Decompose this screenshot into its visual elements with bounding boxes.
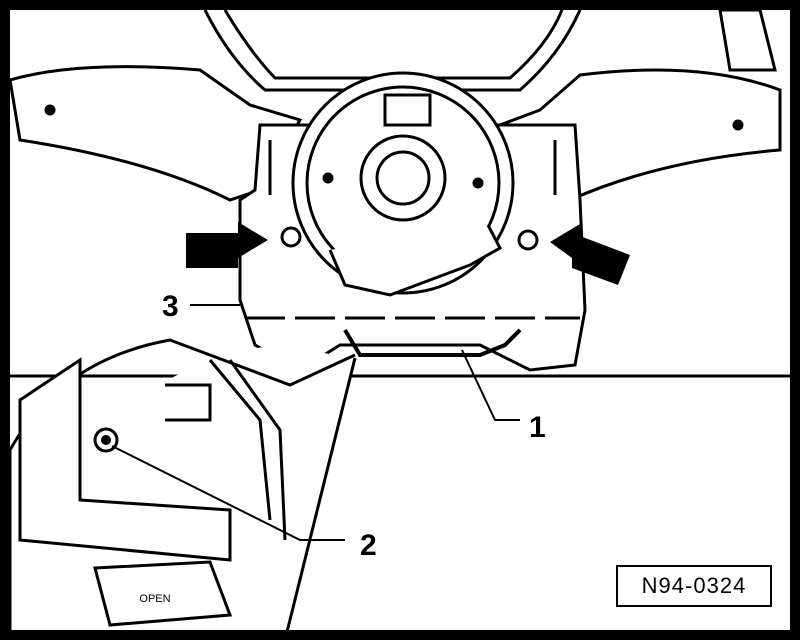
detail-magnifier [10, 338, 357, 630]
arrow-right-icon [186, 222, 268, 268]
leader-1 [461, 349, 520, 421]
figure-reference-code: N94-0324 [616, 565, 772, 607]
spoke-screw-right [732, 119, 744, 131]
steering-column-diagram: OPEN 1 2 3 [10, 10, 790, 630]
clock-spring-tab [328, 224, 503, 297]
callout-3: 3 [162, 290, 179, 323]
detail-housing [18, 357, 232, 562]
illustration-panel: OPEN 1 2 3 N94-0324 [10, 10, 790, 630]
wheel-rim-right [718, 10, 777, 72]
callout-2: 2 [360, 529, 377, 562]
leader-2 [111, 445, 345, 541]
mounting-screw-right [517, 229, 539, 251]
steering-shaft [375, 150, 431, 206]
clock-spring [291, 71, 515, 297]
arrow-left-icon [550, 224, 630, 285]
switch-marking: OPEN [139, 593, 170, 605]
spoke-screw-left [44, 104, 56, 116]
detail-connector [93, 560, 233, 627]
callout-1: 1 [529, 411, 546, 444]
mounting-screw-left [280, 226, 302, 248]
retaining-clip [343, 328, 522, 357]
